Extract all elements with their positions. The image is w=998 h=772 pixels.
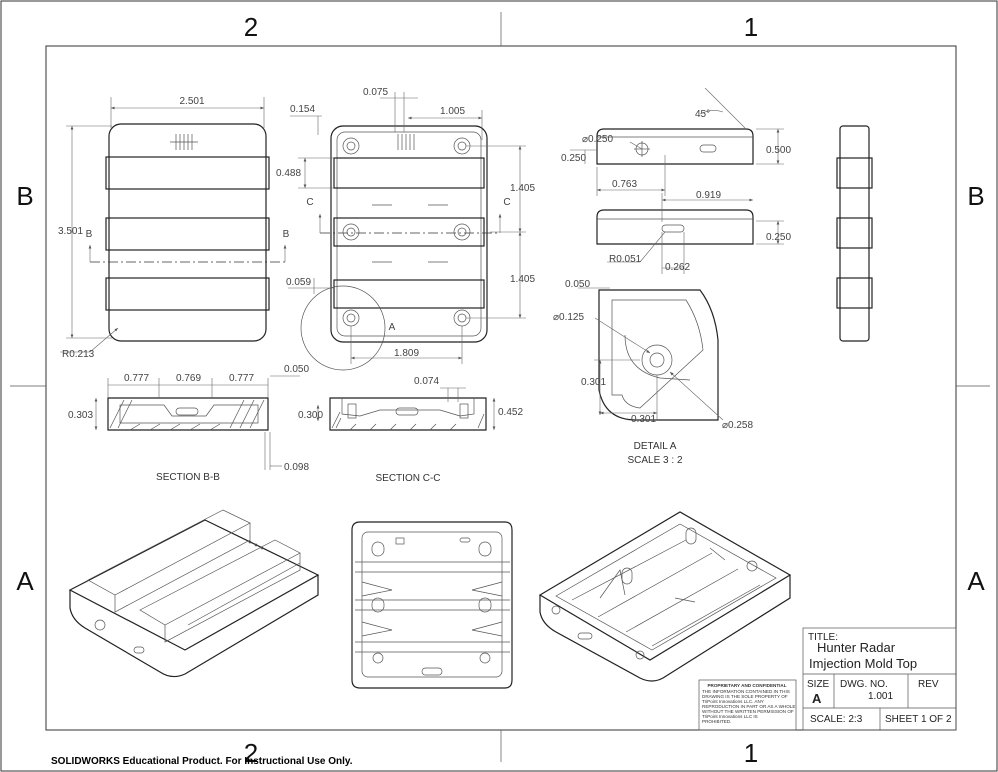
dim-dia-0250: ⌀0.250 bbox=[582, 134, 613, 145]
section-bb-view: 0.777 0.769 0.777 0.050 0.303 0.098 SECT… bbox=[68, 364, 309, 483]
dwg-no-label: DWG. NO. bbox=[840, 679, 888, 690]
proprietary-line: TriPoint Innovations LLC. ANY bbox=[702, 699, 764, 704]
iso-view-top bbox=[68, 509, 320, 678]
dwg-no-value: 1.001 bbox=[868, 691, 893, 702]
dim-0154: 0.154 bbox=[290, 104, 315, 115]
zone-top-2: 2 bbox=[244, 12, 258, 42]
zone-bottom-1: 1 bbox=[744, 738, 758, 768]
dim-radius-0213: R0.213 bbox=[62, 349, 95, 360]
dim-45deg: 45° bbox=[695, 109, 710, 120]
dim-0488: 0.488 bbox=[276, 168, 301, 179]
dim-height-3501: 3.501 bbox=[58, 226, 83, 237]
solidworks-footer: SOLIDWORKS Educational Product. For Inst… bbox=[51, 756, 353, 767]
iso-view-inside bbox=[538, 511, 792, 682]
zone-left-b: B bbox=[16, 181, 33, 211]
dim-section-bb-0098: 0.098 bbox=[284, 462, 309, 473]
proprietary-notice: PROPRIETARY AND CONFIDENTIAL THE INFORMA… bbox=[698, 679, 797, 731]
dim-1405-lower: 1.405 bbox=[510, 274, 535, 285]
title-block: TITLE: Hunter Radar Imjection Mold Top S… bbox=[802, 627, 957, 731]
size-label: SIZE bbox=[807, 679, 830, 690]
section-c-right-label: C bbox=[503, 197, 510, 208]
zone-right-a: A bbox=[967, 566, 985, 596]
detail-a-scale: SCALE 3 : 2 bbox=[627, 455, 682, 466]
bottom-view: A C C 0.154 0.075 1.005 0.488 1.405 1.40… bbox=[276, 87, 535, 371]
zone-top-1: 1 bbox=[744, 12, 758, 42]
dim-0050-a: 0.050 bbox=[565, 279, 590, 290]
dim-dia-0258: ⌀0.258 bbox=[722, 420, 753, 431]
zone-bottom-2: 2 bbox=[244, 738, 258, 768]
dim-section-bb-0303: 0.303 bbox=[68, 410, 93, 421]
detail-a-view: 0.050 ⌀0.125 0.301 0.301 ⌀0.258 DETAIL A… bbox=[553, 279, 753, 466]
dim-0250-b: 0.250 bbox=[766, 232, 791, 243]
proprietary-line: DRAWING IS THE SOLE PROPERTY OF bbox=[702, 694, 788, 699]
dim-0763: 0.763 bbox=[612, 179, 637, 190]
dim-section-bb-0777-b: 0.777 bbox=[229, 373, 254, 384]
dim-section-bb-0769: 0.769 bbox=[176, 373, 201, 384]
section-cc-view: 0.300 0.074 0.452 SECTION C-C bbox=[298, 376, 523, 484]
proprietary-line: TriPoint Innovations LLC IS bbox=[702, 714, 758, 719]
zone-left-a: A bbox=[16, 566, 34, 596]
proprietary-line: PROHIBITED. bbox=[702, 719, 731, 724]
iso-view-bottom bbox=[351, 521, 513, 689]
zone-labels: 2 1 2 1 B A B A bbox=[16, 12, 985, 768]
dim-section-cc-0452: 0.452 bbox=[498, 407, 523, 418]
side-views: ⌀0.250 0.250 0.763 45° 0.500 0.919 0.250… bbox=[561, 87, 873, 342]
dim-dia-0125: ⌀0.125 bbox=[553, 312, 584, 323]
dim-section-bb-0050: 0.050 bbox=[284, 364, 309, 375]
dim-0250-a: 0.250 bbox=[561, 153, 586, 164]
dim-section-cc-0300: 0.300 bbox=[298, 410, 323, 421]
proprietary-line: WITHOUT THE WRITTEN PERMISSION OF bbox=[702, 709, 794, 714]
scale-text: SCALE: 2:3 bbox=[810, 714, 863, 725]
top-view: B B 2.501 3.501 R0.213 bbox=[58, 96, 290, 360]
dim-0919: 0.919 bbox=[696, 190, 721, 201]
dim-r0051: R0.051 bbox=[609, 254, 642, 265]
section-b-left-label: B bbox=[86, 229, 93, 240]
dim-1809: 1.809 bbox=[394, 348, 419, 359]
zone-right-b: B bbox=[967, 181, 984, 211]
dim-0500: 0.500 bbox=[766, 145, 791, 156]
dim-0059: 0.059 bbox=[286, 277, 311, 288]
proprietary-line: REPRODUCTION IN PART OR AS A WHOLE bbox=[702, 704, 795, 709]
title-line-1: Hunter Radar bbox=[817, 640, 896, 655]
dim-section-cc-0074: 0.074 bbox=[414, 376, 439, 387]
section-b-right-label: B bbox=[283, 229, 290, 240]
size-value: A bbox=[812, 691, 822, 706]
dim-0301-b: 0.301 bbox=[631, 414, 656, 425]
dim-section-bb-0777-a: 0.777 bbox=[124, 373, 149, 384]
section-c-left-label: C bbox=[306, 197, 313, 208]
rev-label: REV bbox=[918, 679, 939, 690]
dim-width-2501: 2.501 bbox=[179, 96, 204, 107]
dim-0075: 0.075 bbox=[363, 87, 388, 98]
dim-0262: 0.262 bbox=[665, 262, 690, 273]
sheet-text: SHEET 1 OF 2 bbox=[885, 714, 952, 725]
section-bb-title: SECTION B-B bbox=[156, 472, 220, 483]
dim-1405-upper: 1.405 bbox=[510, 183, 535, 194]
title-line-2: Imjection Mold Top bbox=[809, 656, 917, 671]
dim-1005: 1.005 bbox=[440, 106, 465, 117]
detail-a-title: DETAIL A bbox=[634, 441, 677, 452]
section-cc-title: SECTION C-C bbox=[376, 473, 441, 484]
dim-0301-a: 0.301 bbox=[581, 377, 606, 388]
proprietary-title: PROPRIETARY AND CONFIDENTIAL bbox=[707, 683, 786, 688]
detail-a-marker: A bbox=[389, 322, 396, 333]
proprietary-line: THE INFORMATION CONTAINED IN THIS bbox=[702, 689, 790, 694]
title-label: TITLE: bbox=[808, 632, 838, 643]
